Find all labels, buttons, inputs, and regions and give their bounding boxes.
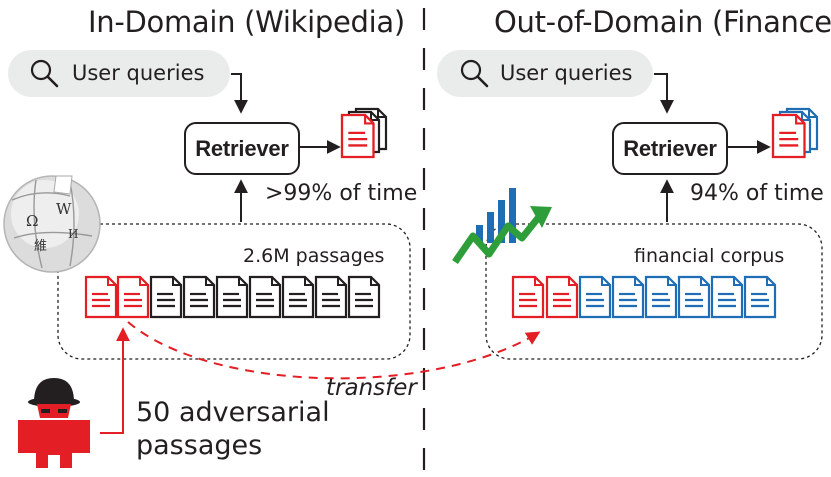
- wikipedia-passages: [84, 275, 381, 319]
- right-title: Out-of-Domain (Finance): [494, 5, 831, 39]
- svg-text:Ω: Ω: [26, 212, 38, 230]
- injection-arrow: [100, 327, 130, 434]
- svg-text:維: 維: [34, 239, 47, 254]
- document-stack-icon: [340, 107, 388, 159]
- right-query-arrow: [654, 73, 674, 114]
- right-corpus-box: [485, 223, 823, 360]
- search-icon: [460, 59, 489, 88]
- right-retriever-box: Retriever: [612, 122, 728, 175]
- right-corpus-label: financial corpus: [634, 245, 785, 267]
- finance-chart-icon: [452, 188, 552, 264]
- svg-text:W: W: [56, 200, 72, 218]
- adversarial-line1: 50 adversarial: [136, 397, 330, 428]
- right-query-label: User queries: [500, 61, 633, 85]
- right-retriever-label: Retriever: [623, 135, 717, 161]
- right-query-pill: [437, 50, 653, 97]
- search-icon: [30, 59, 59, 88]
- left-corpus-box: [57, 223, 411, 360]
- left-title: In-Domain (Wikipedia): [88, 5, 405, 39]
- transfer-label: transfer: [326, 375, 417, 401]
- wikipedia-globe-icon: Ω W 維 И: [3, 175, 101, 273]
- hacker-icon: [18, 378, 90, 468]
- finance-passages: [511, 275, 777, 319]
- right-stat: 94% of time: [690, 181, 824, 206]
- transfer-arrow: [127, 321, 541, 380]
- left-retriever-box: Retriever: [184, 122, 300, 175]
- adversarial-line2: passages: [136, 430, 263, 461]
- left-query-arrow: [231, 73, 248, 114]
- left-query-pill: [8, 50, 230, 97]
- left-query-label: User queries: [72, 61, 205, 85]
- document-stack-icon: [771, 107, 819, 159]
- svg-text:И: И: [68, 227, 78, 241]
- left-corpus-label: 2.6M passages: [243, 245, 385, 267]
- left-retriever-label: Retriever: [195, 135, 289, 161]
- left-stat: >99% of time: [265, 181, 418, 206]
